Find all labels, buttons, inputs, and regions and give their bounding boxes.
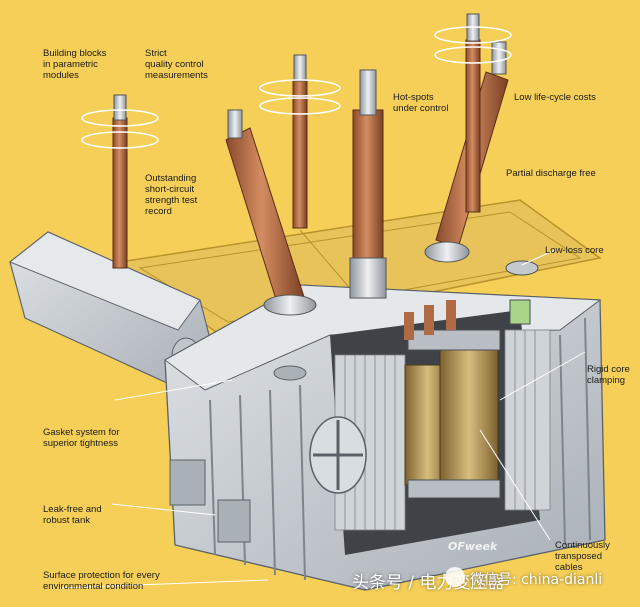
bushing-small-3 bbox=[434, 13, 512, 213]
callout-leak-free: Leak-free and robust tank bbox=[43, 504, 102, 526]
callout-low-loss-core: Low-loss core bbox=[545, 245, 604, 256]
callout-short-circuit: Outstanding short-circuit strength test … bbox=[145, 173, 198, 217]
callout-strict-quality: Strict quality control measurements bbox=[145, 48, 208, 81]
main-tank bbox=[164, 284, 606, 591]
control-box-1 bbox=[169, 459, 206, 506]
wechat-icon bbox=[445, 567, 465, 587]
callout-life-cycle: Low life-cycle costs bbox=[514, 92, 596, 103]
callout-leaders bbox=[59, 249, 586, 589]
core-windings bbox=[404, 260, 539, 499]
toutiao-watermark: 头条号 / 电力变压器 bbox=[352, 573, 505, 593]
bushing-center bbox=[349, 69, 387, 299]
callout-surface: Surface protection for every environment… bbox=[43, 570, 160, 592]
ofweek-watermark: OFweek bbox=[448, 540, 498, 553]
bushing-left bbox=[225, 109, 317, 316]
bushing-small-2 bbox=[259, 54, 341, 229]
control-box-2 bbox=[217, 499, 251, 543]
callout-continuously: Continuously transposed cables bbox=[555, 540, 610, 573]
callout-building-blocks: Building blocks in parametric modules bbox=[43, 48, 107, 81]
callout-partial-discharge: Partial discharge free bbox=[506, 168, 596, 179]
callout-gasket: Gasket system for superior tightness bbox=[43, 427, 120, 449]
cooling-fan bbox=[309, 416, 367, 494]
bushing-small-1 bbox=[81, 94, 159, 269]
wechat-watermark: 微信号: china-dianli bbox=[470, 572, 603, 588]
callout-hot-spots: Hot-spots under control bbox=[393, 92, 449, 114]
callout-rigid-core: Rigid core clamping bbox=[587, 364, 630, 386]
